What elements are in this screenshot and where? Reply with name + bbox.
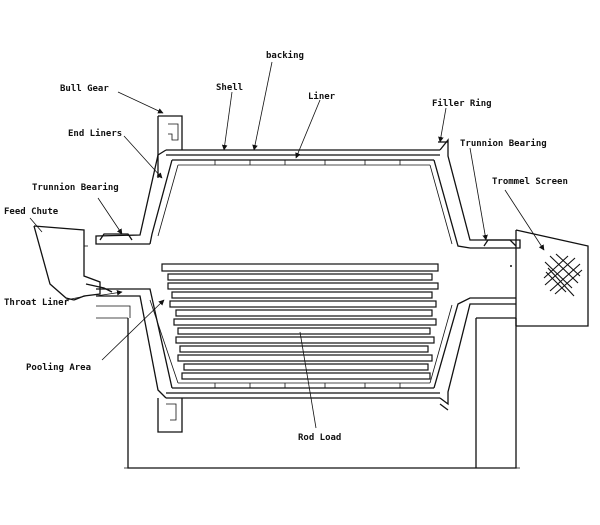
label-backing: backing	[266, 50, 304, 61]
rod	[173, 318, 437, 326]
rod	[167, 282, 439, 290]
labels: Bull Gear backing Shell Liner Filler Rin…	[4, 50, 568, 443]
label-rod-load: Rod Load	[298, 433, 341, 443]
arrow-icon	[97, 197, 123, 235]
label-liner: Liner	[308, 91, 336, 102]
rod	[179, 345, 429, 353]
rod	[171, 291, 433, 299]
foundation	[96, 305, 520, 469]
feed-chute	[33, 225, 113, 301]
speck	[510, 265, 512, 267]
label-trunnion-bearing-left: Trunnion Bearing	[32, 182, 119, 193]
arrow-icon	[252, 61, 273, 151]
label-trunnion-bearing-right: Trunnion Bearing	[460, 138, 547, 149]
arrow-icon	[469, 147, 488, 241]
arrow-icon	[295, 99, 321, 159]
arrow-icon	[101, 299, 165, 361]
rod	[169, 300, 437, 308]
trommel-housing	[476, 229, 589, 327]
rod	[181, 372, 431, 380]
rod	[177, 327, 431, 335]
label-filler-ring: Filler Ring	[432, 98, 492, 109]
arrow-icon	[221, 91, 233, 151]
arrow-icon	[117, 91, 164, 114]
arrow-icon	[95, 289, 123, 297]
label-feed-chute: Feed Chute	[4, 207, 59, 217]
arrow-icon	[123, 135, 163, 179]
label-shell: Shell	[216, 83, 243, 93]
trommel-screen-mesh	[543, 253, 583, 297]
rod	[161, 263, 439, 272]
label-throat-liner: Throat Liner	[4, 297, 70, 308]
arrow-icon	[438, 107, 447, 143]
label-trommel-screen: Trommel Screen	[492, 177, 568, 187]
rod	[175, 336, 435, 344]
rod-load	[161, 263, 439, 380]
label-pooling-area: Pooling Area	[26, 362, 91, 373]
label-bull-gear: Bull Gear	[60, 84, 109, 94]
label-end-liners: End Liners	[68, 128, 122, 139]
rod	[175, 309, 433, 317]
rod	[167, 273, 433, 281]
arrow-icon	[504, 189, 545, 251]
leader-lines	[29, 61, 545, 429]
mill-shell	[95, 115, 521, 433]
